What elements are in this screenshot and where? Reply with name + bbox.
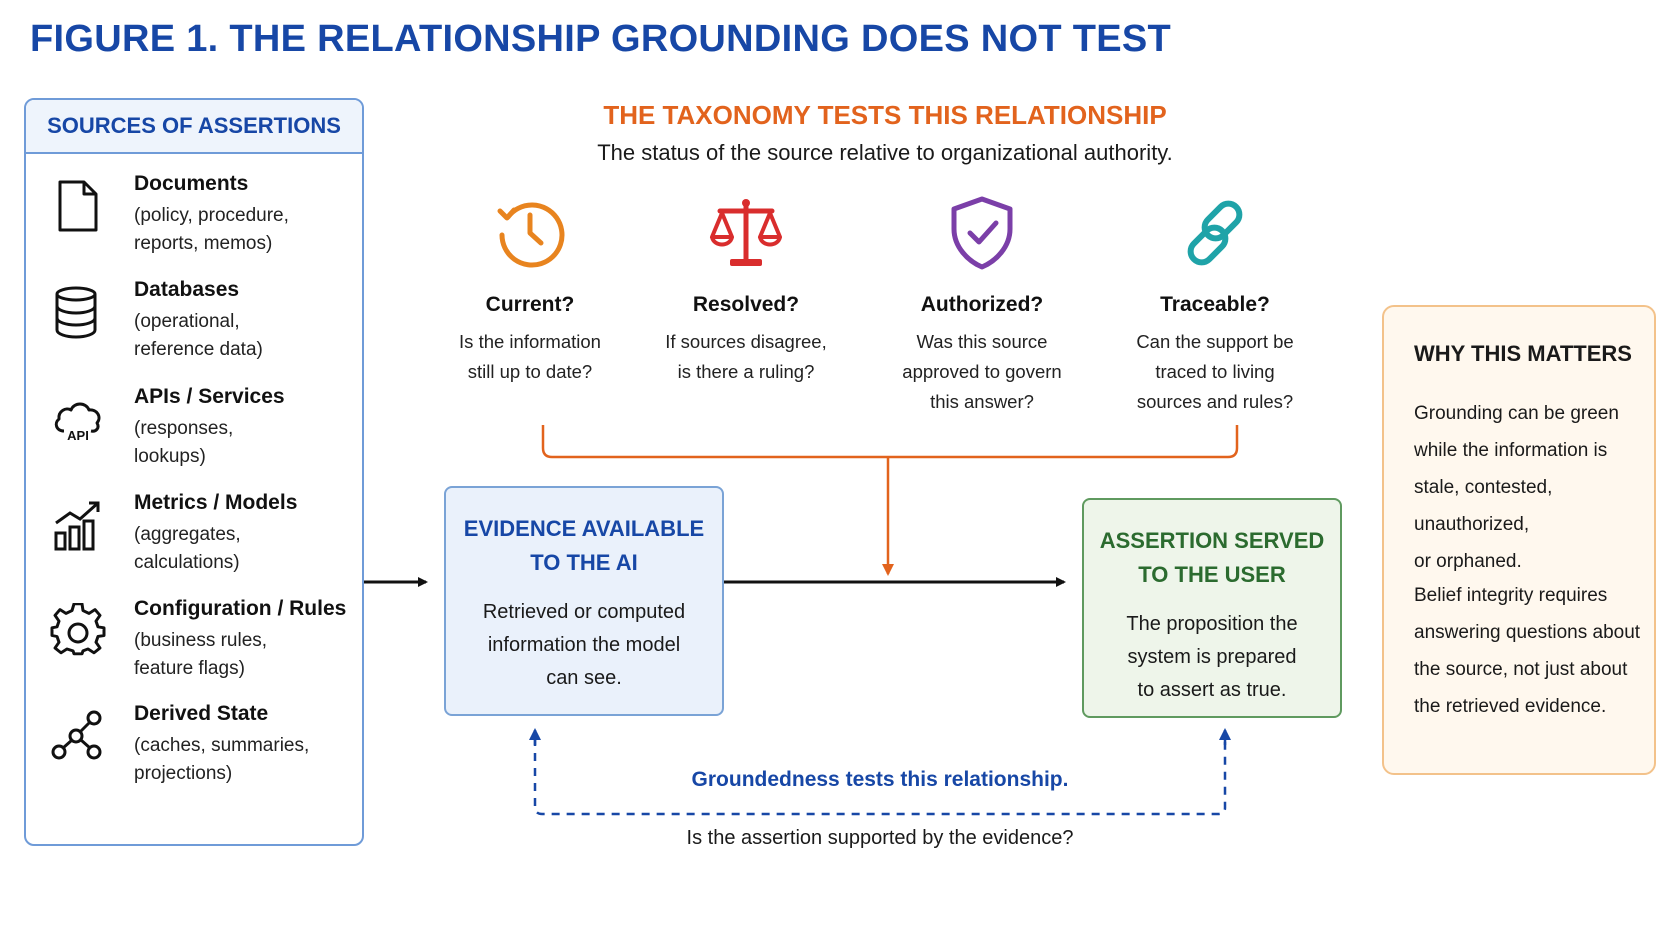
source-item-configuration: Configuration / Rules (business rules, f… bbox=[26, 597, 362, 697]
question-title: Current? bbox=[485, 293, 575, 316]
bar-chart-trend-icon bbox=[54, 501, 100, 551]
source-title: Documents bbox=[134, 172, 249, 195]
question-current: Current? Is the information still up to … bbox=[430, 195, 630, 387]
gear-icon bbox=[50, 603, 106, 656]
link-icon bbox=[1187, 200, 1243, 266]
assertion-title: ASSERTION SERVED TO THE USER bbox=[1099, 528, 1325, 587]
source-title: APIs / Services bbox=[134, 385, 285, 408]
source-title: Derived State bbox=[134, 702, 269, 725]
why-paragraph-2: Belief integrity requires answering ques… bbox=[1414, 585, 1641, 717]
scales-icon bbox=[710, 199, 782, 266]
question-desc: If sources disagree, is there a ruling? bbox=[665, 331, 827, 382]
source-item-documents: Documents (policy, procedure, reports, m… bbox=[26, 172, 362, 272]
why-this-matters-panel: WHY THIS MATTERS Grounding can be green … bbox=[1382, 305, 1656, 775]
figure-title: FIGURE 1. THE RELATIONSHIP GROUNDING DOE… bbox=[30, 18, 1172, 60]
source-desc: (responses, lookups) bbox=[134, 418, 234, 467]
api-label: API bbox=[67, 428, 89, 443]
question-title: Traceable? bbox=[1160, 293, 1270, 316]
clock-history-icon bbox=[497, 202, 565, 268]
question-desc: Is the information still up to date? bbox=[459, 331, 601, 382]
question-desc: Was this source approved to govern this … bbox=[902, 331, 1062, 412]
evidence-title: EVIDENCE AVAILABLE TO THE AI bbox=[463, 516, 705, 575]
document-icon bbox=[58, 180, 98, 232]
sources-heading: SOURCES OF ASSERTIONS bbox=[47, 113, 341, 138]
source-title: Metrics / Models bbox=[134, 491, 298, 514]
source-desc: (operational, reference data) bbox=[134, 311, 263, 360]
network-nodes-icon bbox=[51, 710, 102, 760]
question-desc: Can the support be traced to living sour… bbox=[1136, 331, 1294, 412]
groundedness-question: Is the assertion supported by the eviden… bbox=[686, 827, 1074, 849]
why-title: WHY THIS MATTERS bbox=[1414, 341, 1632, 366]
taxonomy-subtitle: The status of the source relative to org… bbox=[597, 140, 1173, 165]
question-resolved: Resolved? If sources disagree, is there … bbox=[646, 195, 846, 387]
source-desc: (caches, summaries, projections) bbox=[134, 735, 310, 784]
shield-check-icon bbox=[951, 196, 1013, 270]
question-traceable: Traceable? Can the support be traced to … bbox=[1115, 195, 1315, 417]
source-item-metrics: Metrics / Models (aggregates, calculatio… bbox=[26, 491, 362, 591]
source-title: Databases bbox=[134, 278, 240, 301]
source-title: Configuration / Rules bbox=[134, 597, 347, 620]
why-paragraph-1: Grounding can be green while the informa… bbox=[1414, 403, 1619, 572]
database-icon bbox=[55, 286, 97, 339]
cloud-api-icon: API bbox=[54, 402, 101, 443]
taxonomy-title: THE TAXONOMY TESTS THIS RELATIONSHIP bbox=[603, 100, 1167, 130]
taxonomy-bracket bbox=[541, 425, 1239, 459]
groundedness-label: Groundedness tests this relationship. bbox=[691, 768, 1069, 791]
evidence-desc: Retrieved or computed information the mo… bbox=[482, 601, 686, 689]
source-desc: (aggregates, calculations) bbox=[134, 524, 241, 573]
question-authorized: Authorized? Was this source approved to … bbox=[882, 195, 1082, 417]
sources-panel: SOURCES OF ASSERTIONS Documents (policy,… bbox=[24, 98, 364, 846]
assertion-desc: The proposition the system is prepared t… bbox=[1126, 613, 1298, 701]
source-item-databases: Databases (operational, reference data) bbox=[26, 278, 362, 378]
source-item-apis: API APIs / Services (responses, lookups) bbox=[26, 385, 362, 485]
sources-panel-header: SOURCES OF ASSERTIONS bbox=[26, 100, 362, 154]
source-item-derived-state: Derived State (caches, summaries, projec… bbox=[26, 702, 362, 802]
question-title: Resolved? bbox=[692, 293, 800, 316]
assertion-box: ASSERTION SERVED TO THE USER The proposi… bbox=[1082, 498, 1342, 718]
question-title: Authorized? bbox=[920, 293, 1044, 316]
evidence-box: EVIDENCE AVAILABLE TO THE AI Retrieved o… bbox=[444, 486, 724, 716]
source-desc: (business rules, feature flags) bbox=[134, 630, 268, 679]
source-desc: (policy, procedure, reports, memos) bbox=[134, 205, 289, 254]
